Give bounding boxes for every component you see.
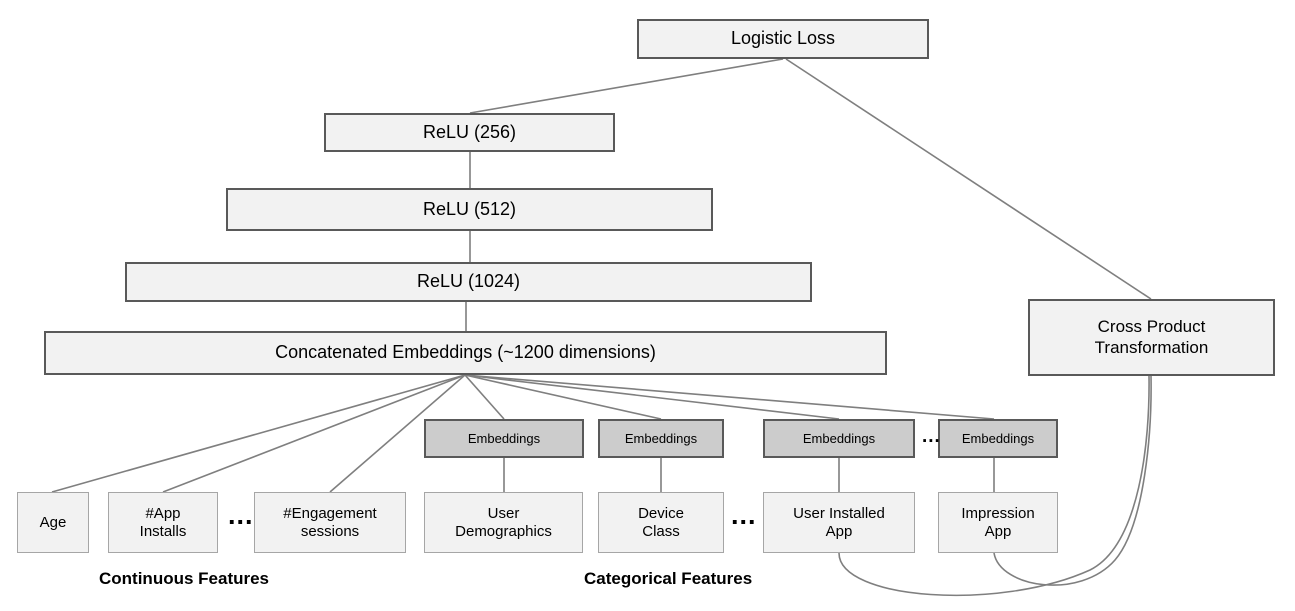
node-feature-impression-app[interactable]: Impression App xyxy=(938,492,1058,553)
edge-concat-to-age xyxy=(51,374,466,493)
node-feature-user-demographics[interactable]: User Demographics xyxy=(424,492,583,553)
edge-concat-to-app-installs xyxy=(162,374,466,493)
ellipsis-continuous-features: ... xyxy=(228,500,254,530)
node-feature-app-installs[interactable]: #App Installs xyxy=(108,492,218,553)
node-feature-device-class[interactable]: Device Class xyxy=(598,492,724,553)
node-logistic-loss[interactable]: Logistic Loss xyxy=(637,19,929,59)
node-cross-product-transformation[interactable]: Cross Product Transformation xyxy=(1028,299,1275,376)
node-relu-256[interactable]: ReLU (256) xyxy=(324,113,615,152)
node-concatenated-embeddings[interactable]: Concatenated Embeddings (~1200 dimension… xyxy=(44,331,887,375)
node-feature-user-installed-app[interactable]: User Installed App xyxy=(763,492,915,553)
group-label-continuous-features: Continuous Features xyxy=(99,569,270,588)
edge-loss-to-crossproduct xyxy=(785,58,1152,300)
ellipsis-embeddings-row: ... xyxy=(922,426,941,447)
edge-concat-to-embeddings-2 xyxy=(464,374,662,420)
ellipsis-categorical-features: ... xyxy=(731,500,757,530)
edge-concat-to-embeddings-1 xyxy=(464,374,505,420)
node-embeddings-1[interactable]: Embeddings xyxy=(424,419,584,458)
node-embeddings-2[interactable]: Embeddings xyxy=(598,419,724,458)
node-relu-1024[interactable]: ReLU (1024) xyxy=(125,262,812,302)
edge-user-installed-app-to-crossproduct xyxy=(838,375,1150,597)
edge-concat-to-embeddings-3 xyxy=(464,374,840,420)
node-feature-age[interactable]: Age xyxy=(17,492,89,553)
node-embeddings-3[interactable]: Embeddings xyxy=(763,419,915,458)
node-relu-512[interactable]: ReLU (512) xyxy=(226,188,713,231)
edge-impression-app-to-crossproduct xyxy=(993,375,1152,586)
edge-concat-to-embeddings-4 xyxy=(464,374,995,420)
group-label-categorical-features: Categorical Features xyxy=(584,569,753,588)
node-feature-engagement-sessions[interactable]: #Engagement sessions xyxy=(254,492,406,553)
edge-loss-to-relu256 xyxy=(469,58,784,114)
node-embeddings-4[interactable]: Embeddings xyxy=(938,419,1058,458)
